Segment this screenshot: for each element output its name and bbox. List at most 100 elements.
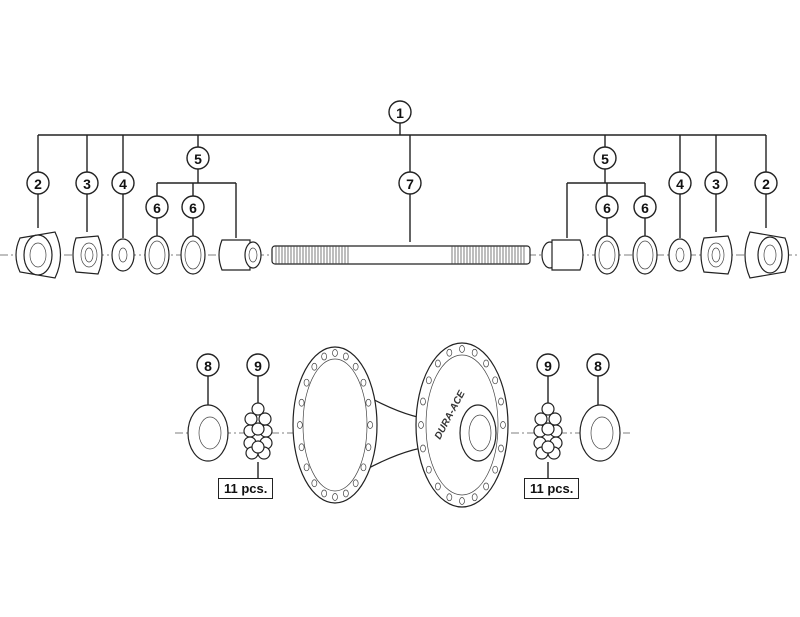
spoke-hole — [297, 421, 303, 429]
spoke-hole — [483, 482, 489, 491]
dust-cap-left — [187, 404, 229, 462]
callout-dust-cap: 8 — [586, 353, 610, 377]
spoke-hole — [332, 349, 338, 357]
cone-right — [541, 239, 584, 271]
callout-number: 6 — [189, 200, 197, 216]
callout-number: 6 — [153, 200, 161, 216]
spoke-hole — [435, 482, 441, 491]
callout-number: 5 — [601, 151, 609, 167]
spoke-hole — [446, 348, 453, 357]
axle — [271, 245, 531, 265]
spoke-hole — [367, 421, 373, 429]
callout-spacer: 6 — [181, 195, 205, 219]
spoke-hole — [343, 489, 349, 498]
spoke-hole — [321, 489, 327, 498]
callout-number: 4 — [119, 176, 127, 192]
ball-bearing — [541, 440, 555, 454]
callout-number: 3 — [712, 176, 720, 192]
spoke-hole — [446, 493, 453, 502]
spoke-hole — [352, 479, 359, 488]
spacer-right-1 — [594, 235, 620, 275]
spoke-hole — [420, 444, 426, 453]
spacer-left-2 — [180, 235, 206, 275]
callout-number: 6 — [641, 200, 649, 216]
spoke-hole — [303, 378, 310, 387]
spoke-hole — [425, 465, 432, 474]
spoke-hole — [492, 376, 499, 385]
callout-lock-nut: 2 — [26, 171, 50, 195]
spoke-hole — [352, 362, 359, 371]
washer-left — [111, 238, 135, 272]
spoke-hole — [425, 376, 432, 385]
spoke-hole — [435, 359, 441, 368]
callout-spacer: 6 — [145, 195, 169, 219]
spoke-hole — [332, 493, 338, 501]
callout-ball-retainer: 9 — [246, 353, 270, 377]
callout-lock-nut: 2 — [754, 171, 778, 195]
cone-left — [218, 239, 262, 271]
hub-body: DURA-ACE — [292, 342, 509, 508]
spoke-hole — [298, 443, 305, 452]
callout-number: 2 — [34, 176, 42, 192]
callout-spacer: 6 — [595, 195, 619, 219]
callout-spacer: 6 — [633, 195, 657, 219]
quantity-label-right: 11 pcs. — [524, 478, 580, 499]
spoke-hole — [365, 443, 372, 452]
callout-cone-assembly: 5 — [186, 146, 210, 170]
quantity-label-left: 11 pcs. — [218, 478, 274, 499]
ball-retainer-right — [533, 402, 563, 460]
spoke-hole — [303, 463, 310, 472]
spoke-hole — [498, 444, 504, 453]
callout-washer: 4 — [668, 171, 692, 195]
callout-number: 8 — [594, 358, 602, 374]
callout-axle-assembly: 1 — [388, 100, 412, 124]
cone-locknut-left — [72, 235, 103, 275]
callout-number: 9 — [254, 358, 262, 374]
spoke-hole — [471, 493, 478, 502]
ball-bearing — [541, 402, 555, 416]
callout-cone-assembly: 5 — [593, 146, 617, 170]
spoke-hole — [360, 378, 367, 387]
spoke-hole — [343, 352, 349, 361]
callout-number: 4 — [676, 176, 684, 192]
callout-number: 7 — [406, 176, 414, 192]
spacer-right-2 — [632, 235, 658, 275]
callout-number: 9 — [544, 358, 552, 374]
ball-bearing — [251, 440, 265, 454]
spacer-left-1 — [144, 235, 170, 275]
ball-bearing — [541, 422, 555, 436]
callout-number: 5 — [194, 151, 202, 167]
dust-cap-right — [579, 404, 621, 462]
spoke-hole — [418, 421, 424, 429]
spoke-hole — [459, 497, 465, 505]
ball-bearing — [251, 402, 265, 416]
spoke-hole — [298, 398, 305, 407]
spoke-hole — [365, 398, 372, 407]
spoke-hole — [483, 359, 489, 368]
spoke-hole — [311, 479, 318, 488]
callout-ball-retainer: 9 — [536, 353, 560, 377]
spoke-hole — [321, 352, 327, 361]
callout-number: 6 — [603, 200, 611, 216]
callout-cone-locknut: 3 — [75, 171, 99, 195]
spoke-hole — [492, 465, 499, 474]
washer-right — [668, 238, 692, 272]
callout-number: 2 — [762, 176, 770, 192]
spoke-hole — [500, 421, 506, 429]
spoke-hole — [360, 463, 367, 472]
spoke-hole — [459, 345, 465, 353]
callout-axle: 7 — [398, 171, 422, 195]
lock-nut-left — [15, 231, 62, 279]
callout-number: 3 — [83, 176, 91, 192]
lock-nut-right — [744, 231, 790, 279]
callout-number: 1 — [396, 105, 404, 121]
spoke-hole — [311, 362, 318, 371]
callout-cone-locknut: 3 — [704, 171, 728, 195]
spoke-hole — [420, 397, 426, 406]
callout-washer: 4 — [111, 171, 135, 195]
ball-bearing — [251, 422, 265, 436]
ball-retainer-left — [243, 402, 273, 460]
spoke-hole — [498, 397, 504, 406]
